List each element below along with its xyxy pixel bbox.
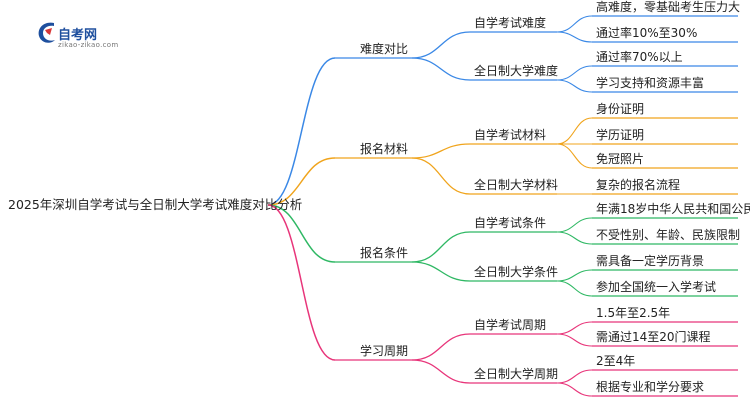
leaf-item: 年满18岁中华人民共和国公民 [596,202,750,216]
leaf-item: 学习支持和资源丰富 [596,76,705,90]
subtopic: 自学考试难度 [474,16,547,30]
logo-name: 自考网 [58,28,98,43]
leaf-connector [556,382,593,397]
subtopic-connector [411,143,471,159]
leaf-item: 1.5年至2.5年 [596,306,671,320]
leaf-connector [556,143,593,169]
subtopic-connector [411,261,471,282]
branch-topic: 学习周期 [360,344,409,358]
leaf-connector [556,117,593,145]
subtopic-connector [411,231,471,263]
subtopic: 全日制大学难度 [474,64,559,78]
leaf-connector [556,31,593,43]
leaf-item: 根据专业和学分要求 [596,380,705,394]
root-topic: 2025年深圳自学考试与全日制大学考试难度对比分析 [8,197,303,212]
leaf-item: 免冠照片 [596,152,645,166]
branch-topic: 报名材料 [360,142,409,156]
subtopic: 自学考试条件 [474,216,547,230]
logo-url: zikao-zikao.com [58,41,119,49]
leaf-item: 高难度，零基础考生压力大 [596,0,741,14]
subtopic-connector [411,57,471,81]
branch-connector [267,157,336,206]
branch-topic: 难度对比 [360,42,409,56]
leaf-item: 2至4年 [596,354,636,368]
subtopic: 自学考试材料 [474,128,547,142]
subtopic: 全日制大学材料 [474,178,559,192]
leaf-connector [556,333,593,347]
subtopic: 全日制大学条件 [474,265,559,279]
branch-topic: 报名条件 [360,246,409,260]
site-logo [36,20,58,52]
logo-icon [38,22,55,43]
branch-connector [267,204,336,361]
subtopic-connector [411,333,471,361]
branch-connector [267,57,336,206]
leaf-item: 通过率70%以上 [596,50,683,64]
subtopic-connector [411,359,471,384]
leaf-connector [556,65,593,81]
leaf-item: 需具备一定学历背景 [596,254,705,268]
leaf-connector [556,217,593,233]
leaf-connector [556,369,593,384]
leaf-item: 参加全国统一入学考试 [596,280,717,294]
leaf-item: 通过率10%至30% [596,26,698,40]
subtopic-connector [411,31,471,59]
leaf-connector [556,321,593,335]
leaf-connector [556,269,593,282]
leaf-item: 不受性别、年龄、民族限制 [596,228,741,242]
leaf-item: 身份证明 [596,102,645,116]
leaf-connector [556,280,593,297]
subtopic-connector [411,157,471,195]
leaf-item: 复杂的报名流程 [596,178,681,192]
subtopic: 自学考试周期 [474,318,547,332]
leaf-item: 学历证明 [596,128,645,142]
leaf-connector [556,79,593,93]
leaf-connector [556,231,593,245]
branch-connector [267,204,336,263]
subtopic: 全日制大学周期 [474,367,559,381]
leaf-connector [556,15,593,33]
leaf-item: 需通过14至20门课程 [596,330,711,344]
